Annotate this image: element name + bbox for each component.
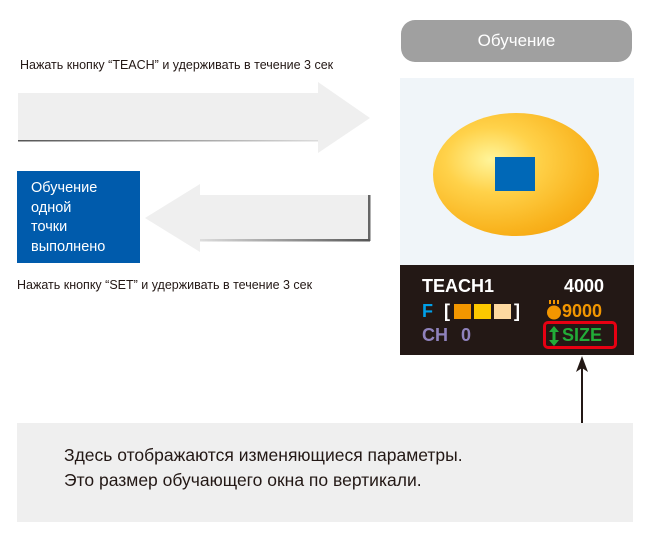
status-line: точки (31, 219, 68, 235)
level-bar-1 (454, 304, 471, 319)
status-line: выполнено (31, 238, 106, 255)
status-line: одной (31, 199, 72, 216)
note-line-1: Здесь отображаются изменяющиеся параметр… (64, 445, 463, 465)
sun-drop-icon (547, 300, 561, 320)
bracket-close: ] (514, 301, 520, 321)
channel-value: 0 (461, 325, 472, 345)
channel-label: CH (422, 325, 448, 345)
pointer-arrow-icon (576, 356, 588, 424)
function-label: F (422, 301, 433, 321)
parameter-note: Здесь отображаются изменяющиеся параметр… (17, 423, 633, 522)
sensor-display: TEACH1 4000 F [ ] 9000 CH 0 SIZE (400, 265, 634, 355)
level-bar-2 (474, 304, 491, 319)
set-instruction: Нажать кнопку “SET” и удерживать в течен… (17, 278, 313, 292)
teach-mode-label: Обучение (401, 20, 632, 62)
camera-view (400, 78, 634, 266)
size-highlight: SIZE (543, 321, 617, 349)
size-label: SIZE (562, 325, 603, 345)
teach-instruction: Нажать кнопку “TEACH” и удерживать в теч… (20, 58, 334, 72)
single-point-teach-complete-box: Обучение одной точки выполнено (17, 171, 140, 263)
right-arrow-icon (18, 82, 370, 153)
left-arrow-icon (145, 184, 371, 252)
mode-readout: TEACH1 (422, 276, 495, 296)
vertical-double-arrow-icon (549, 326, 559, 346)
bracket-open: [ (444, 301, 450, 321)
threshold-value: 9000 (562, 301, 603, 321)
level-bar-3 (494, 304, 511, 319)
current-value: 4000 (564, 276, 605, 296)
note-line-2: Это размер обучающего окна по вертикали. (64, 470, 422, 490)
status-line: Обучение (31, 180, 98, 196)
teach-window (495, 157, 535, 191)
